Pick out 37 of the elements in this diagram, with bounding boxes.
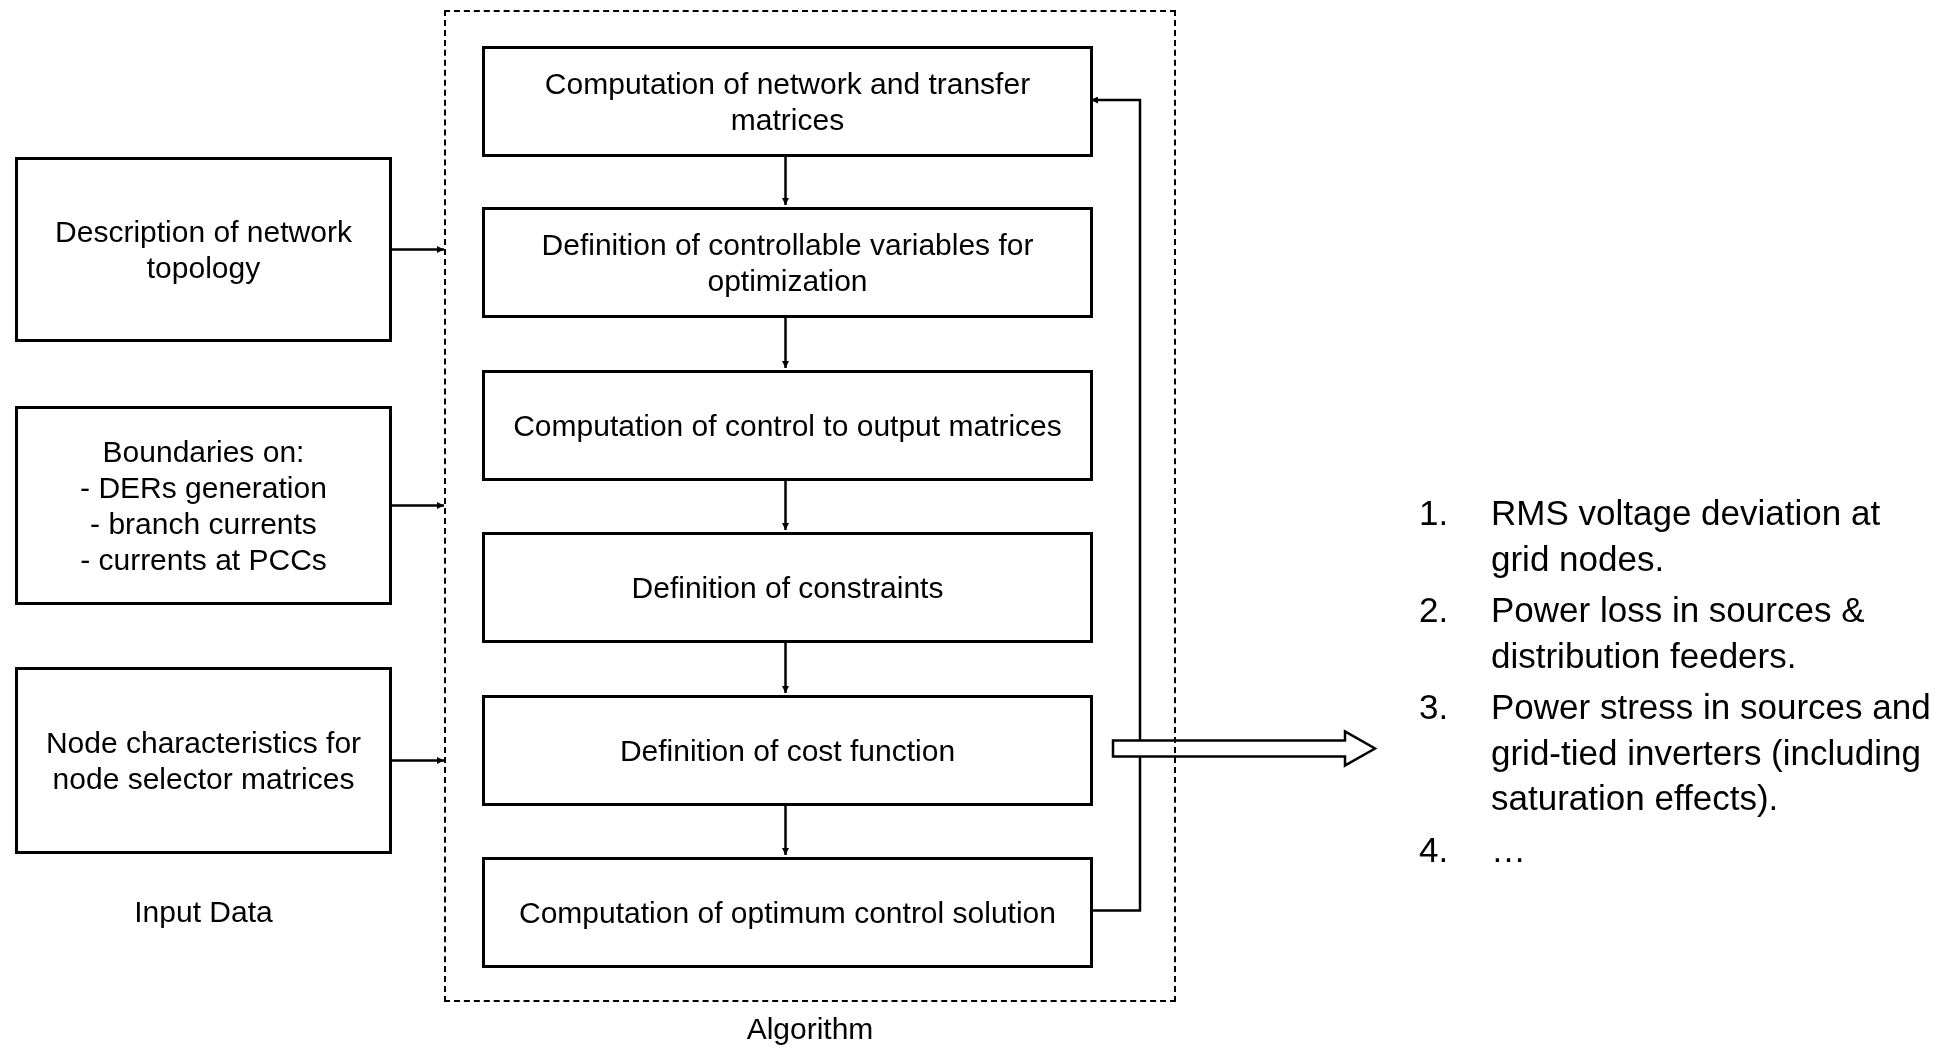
process-box [15, 406, 392, 605]
process-box [15, 157, 392, 342]
box-text: Computation of network and transfer matrices [543, 65, 1032, 138]
arrow [392, 502, 444, 509]
process-box [482, 370, 1093, 481]
group-label: Algorithm [745, 1014, 875, 1044]
box-text: Boundaries on: [102, 433, 305, 470]
process-box [482, 532, 1093, 643]
arrow [392, 246, 444, 253]
box-text: Computation of control to output matrices [513, 407, 1062, 444]
list-item: 1. RMS voltage deviation at grid nodes. [1419, 492, 1882, 580]
arrow [782, 479, 789, 530]
list-item: 4. … [1419, 828, 1527, 871]
box-text: - DERs generation [80, 469, 327, 506]
list-item: 3. Power stress in sources and grid-tied inverters (including saturation effects). [1419, 686, 1932, 819]
arrow [782, 641, 789, 693]
process-box [15, 667, 392, 854]
box-text: - currents at PCCs [80, 541, 327, 578]
process-box [482, 46, 1093, 157]
box-text: Node characteristics for node selector matrices [44, 724, 363, 797]
process-box [482, 857, 1093, 968]
group-label: Input Data [133, 897, 274, 927]
arrow [782, 316, 789, 368]
box-text: - branch currents [90, 505, 317, 542]
arrow [782, 804, 789, 855]
list-item: 2. Power loss in sources & distribution feeders. [1419, 589, 1866, 677]
box-text: Computation of optimum control solution [519, 894, 1056, 931]
arrow [782, 155, 789, 205]
hollow-arrow [1111, 729, 1378, 768]
arrow [1091, 96, 1142, 912]
box-text: Definition of controllable variables for optimization [540, 226, 1035, 299]
process-box [482, 207, 1093, 318]
arrow [392, 757, 444, 764]
process-box [482, 695, 1093, 806]
box-text: Definition of cost function [619, 732, 956, 769]
box-text: Definition of constraints [631, 569, 944, 606]
box-text: Description of network topology [54, 213, 353, 286]
